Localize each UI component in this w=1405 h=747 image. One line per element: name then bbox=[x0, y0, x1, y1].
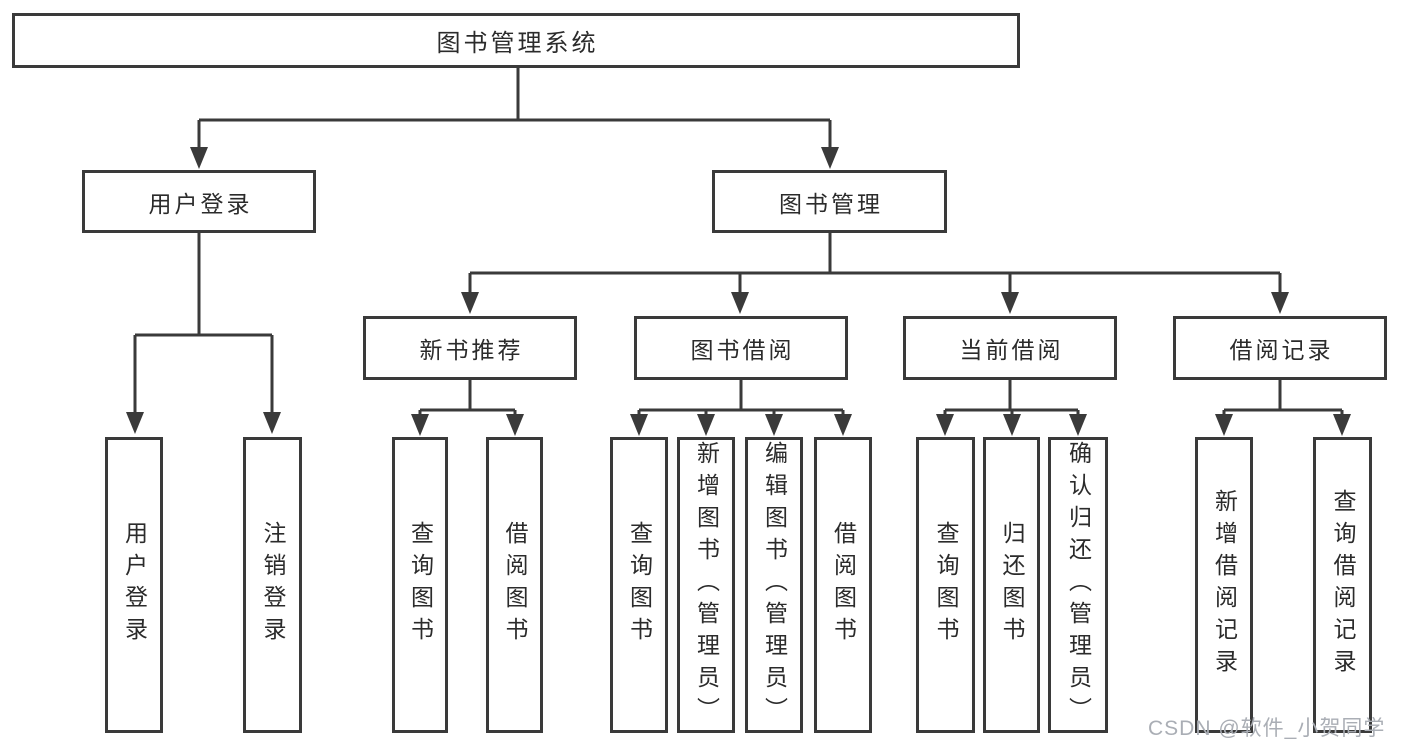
node-label: 注销登录 bbox=[260, 521, 286, 649]
node-label: 图书借阅 bbox=[690, 337, 795, 363]
node-library-management-system: 图书管理系统 bbox=[12, 13, 1020, 68]
node-label: 查询借阅记录 bbox=[1330, 489, 1356, 681]
leaf-return-book: 归还图书 bbox=[983, 437, 1040, 733]
node-label: 借阅图书 bbox=[830, 521, 857, 649]
node-label: 图书管理系统 bbox=[436, 30, 599, 57]
node-book-borrowing: 图书借阅 bbox=[634, 316, 848, 380]
node-label: 当前借阅 bbox=[959, 337, 1064, 363]
arrowhead-icons bbox=[126, 147, 1351, 436]
leaf-add-book-admin: 新增图书（管理员） bbox=[677, 437, 735, 733]
leaf-query-books-3: 查询图书 bbox=[916, 437, 975, 733]
node-label: 查询图书 bbox=[407, 521, 434, 649]
node-label: 新增借阅记录 bbox=[1211, 489, 1238, 681]
node-current-borrowing: 当前借阅 bbox=[903, 316, 1117, 380]
node-label: 图书管理 bbox=[779, 190, 883, 217]
node-label: 用户登录 bbox=[148, 190, 253, 217]
leaf-edit-book-admin: 编辑图书（管理员） bbox=[745, 437, 803, 733]
node-label: 编辑图书（管理员） bbox=[761, 441, 788, 729]
leaf-logout: 注销登录 bbox=[243, 437, 302, 733]
node-label: 确认归还（管理员） bbox=[1065, 441, 1092, 729]
leaf-add-borrow-record: 新增借阅记录 bbox=[1195, 437, 1253, 733]
node-label: 归还图书 bbox=[999, 521, 1025, 649]
node-borrow-records: 借阅记录 bbox=[1173, 316, 1387, 380]
node-label: 查询图书 bbox=[933, 521, 959, 649]
leaf-confirm-return-admin: 确认归还（管理员） bbox=[1048, 437, 1108, 733]
csdn-watermark: CSDN @软件_小贺同学 bbox=[1148, 717, 1386, 740]
leaf-query-books-2: 查询图书 bbox=[610, 437, 668, 733]
node-label: 借阅图书 bbox=[502, 521, 528, 649]
leaf-borrow-books-1: 借阅图书 bbox=[486, 437, 543, 733]
node-label: 新书推荐 bbox=[419, 337, 524, 363]
node-label: 借阅记录 bbox=[1229, 337, 1334, 363]
leaf-borrow-books-2: 借阅图书 bbox=[814, 437, 872, 733]
leaf-user-login: 用户登录 bbox=[105, 437, 163, 733]
node-label: 查询图书 bbox=[626, 521, 653, 649]
node-label: 新增图书（管理员） bbox=[693, 441, 720, 729]
node-user-login: 用户登录 bbox=[82, 170, 316, 233]
leaf-query-borrow-record: 查询借阅记录 bbox=[1313, 437, 1372, 733]
node-book-management: 图书管理 bbox=[712, 170, 947, 233]
leaf-query-books-1: 查询图书 bbox=[392, 437, 448, 733]
node-new-book-recommend: 新书推荐 bbox=[363, 316, 577, 380]
node-label: 用户登录 bbox=[121, 521, 148, 649]
